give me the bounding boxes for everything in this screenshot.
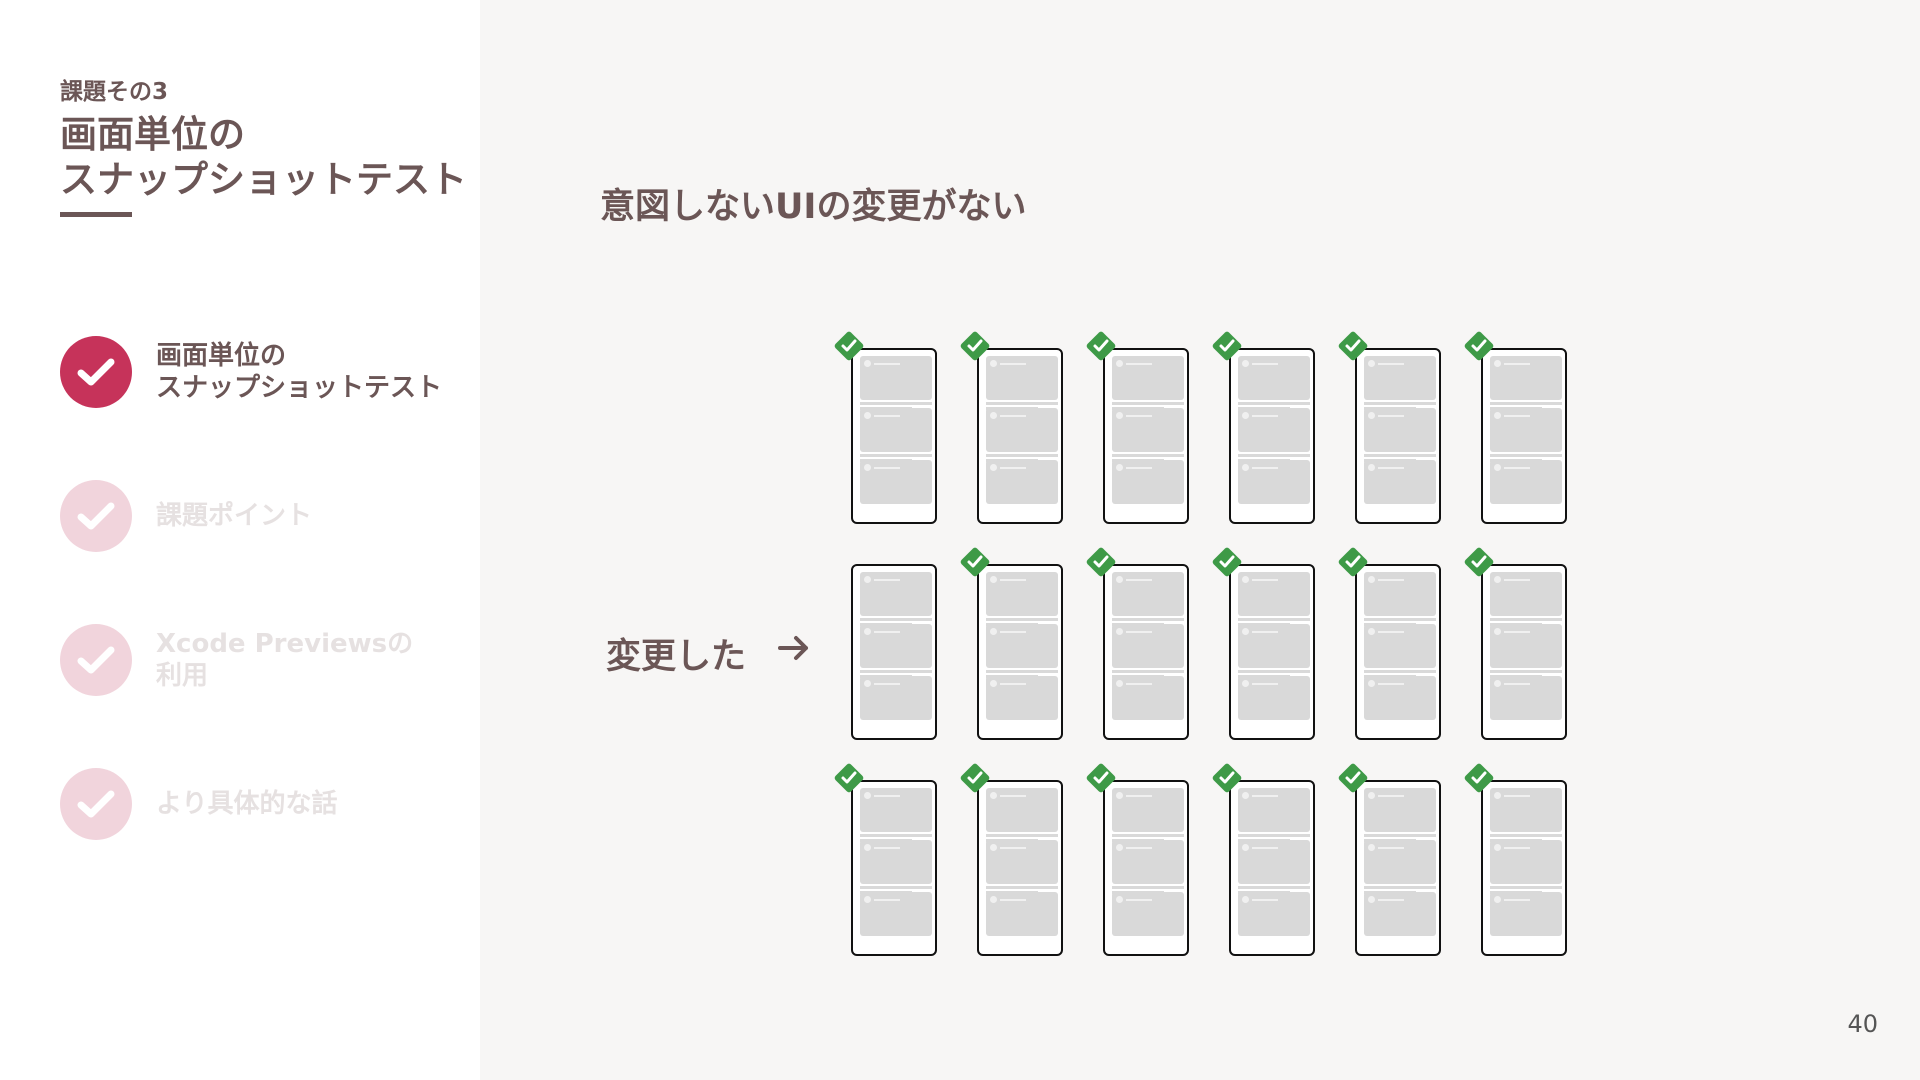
- green-check-badge-icon: [834, 331, 864, 361]
- green-check-badge-icon: [1086, 331, 1116, 361]
- green-check-badge-icon: [1338, 331, 1368, 361]
- phone-frame: [851, 780, 937, 956]
- screen-thumbnail: [834, 763, 939, 956]
- green-check-badge-icon: [960, 331, 990, 361]
- sidebar: 課題その3 画面単位の スナップショットテスト 画面単位の スナップショットテス…: [0, 0, 480, 1080]
- phone-frame: [1481, 348, 1567, 524]
- slide-headline: 意図しないUIの変更がない: [600, 187, 1027, 227]
- screen-thumbnail: [1338, 763, 1443, 956]
- agenda-item-xcode-previews[interactable]: Xcode Previewsの 利用: [60, 620, 480, 700]
- phone-frame: [1481, 780, 1567, 956]
- agenda-item-issue-points[interactable]: 課題ポイント: [60, 476, 480, 556]
- green-check-badge-icon: [1338, 547, 1368, 577]
- checkmark-circle-icon: [60, 768, 132, 840]
- green-check-badge-icon: [1086, 547, 1116, 577]
- phone-frame: [1355, 348, 1441, 524]
- green-check-badge-icon: [1464, 331, 1494, 361]
- phone-frame: [1103, 564, 1189, 740]
- screen-thumbnail: [1464, 547, 1569, 740]
- screen-thumbnail: [960, 547, 1065, 740]
- screen-thumbnail: [1086, 763, 1191, 956]
- screen-thumbnail: [960, 331, 1065, 524]
- agenda-label-line1: より具体的な話: [156, 789, 338, 819]
- section-title-line2: スナップショットテスト: [60, 158, 467, 201]
- phone-frame: [851, 348, 937, 524]
- section-title-line1: 画面単位の: [60, 113, 245, 156]
- screen-grid: [480, 0, 1920, 1080]
- screen-thumbnail: [1464, 331, 1569, 524]
- checkmark-circle-icon: [60, 480, 132, 552]
- main-content: 意図しないUIの変更がない 変更した 40: [480, 0, 1920, 1080]
- agenda-label-line2: 利用: [156, 661, 209, 691]
- phone-frame: [1229, 780, 1315, 956]
- green-check-badge-icon: [1464, 763, 1494, 793]
- phone-frame: [1229, 348, 1315, 524]
- screen-thumbnail: [1086, 547, 1191, 740]
- phone-frame: [977, 780, 1063, 956]
- agenda-label-line2: スナップショットテスト: [156, 373, 443, 403]
- screen-thumbnail: [1338, 331, 1443, 524]
- phone-frame: [1355, 780, 1441, 956]
- screen-thumbnail: [1464, 763, 1569, 956]
- checkmark-circle-icon: [60, 624, 132, 696]
- phone-frame: [977, 564, 1063, 740]
- green-check-badge-icon: [1212, 547, 1242, 577]
- agenda-label-line1: Xcode Previewsの: [156, 629, 414, 659]
- phone-frame: [851, 564, 937, 740]
- agenda-item-details[interactable]: より具体的な話: [60, 764, 480, 844]
- green-check-badge-icon: [1338, 763, 1368, 793]
- screen-thumbnail: [1338, 547, 1443, 740]
- green-check-badge-icon: [834, 763, 864, 793]
- screen-thumbnail: [1212, 547, 1317, 740]
- phone-frame: [1481, 564, 1567, 740]
- page-number: 40: [1847, 1010, 1878, 1038]
- green-check-badge-icon: [1464, 547, 1494, 577]
- phone-frame: [1229, 564, 1315, 740]
- phone-frame: [1103, 780, 1189, 956]
- screen-thumbnail: [851, 564, 939, 740]
- green-check-badge-icon: [960, 763, 990, 793]
- agenda-label: 画面単位の スナップショットテスト: [156, 340, 442, 404]
- phone-frame: [977, 348, 1063, 524]
- agenda-label: 課題ポイント: [156, 500, 312, 532]
- screen-thumbnail: [1086, 331, 1191, 524]
- screen-thumbnail: [1212, 763, 1317, 956]
- green-check-badge-icon: [1212, 763, 1242, 793]
- agenda-label-line1: 画面単位の: [156, 341, 287, 371]
- screen-thumbnail: [960, 763, 1065, 956]
- changed-label: 変更した: [606, 637, 747, 677]
- screen-thumbnail: [1212, 331, 1317, 524]
- agenda-label-line1: 課題ポイント: [156, 501, 313, 531]
- title-underline: [60, 212, 132, 217]
- right-arrow-icon: [778, 636, 808, 660]
- green-check-badge-icon: [1212, 331, 1242, 361]
- green-check-badge-icon: [1086, 763, 1116, 793]
- green-check-badge-icon: [960, 547, 990, 577]
- checkmark-circle-icon: [60, 336, 132, 408]
- section-kicker: 課題その3: [60, 79, 169, 105]
- screen-thumbnail: [834, 331, 939, 524]
- agenda-item-snapshot-test[interactable]: 画面単位の スナップショットテスト: [60, 332, 480, 412]
- phone-frame: [1355, 564, 1441, 740]
- agenda-label: より具体的な話: [156, 788, 337, 820]
- agenda-label: Xcode Previewsの 利用: [156, 628, 413, 692]
- phone-frame: [1103, 348, 1189, 524]
- section-title: 画面単位の スナップショットテスト: [60, 112, 467, 202]
